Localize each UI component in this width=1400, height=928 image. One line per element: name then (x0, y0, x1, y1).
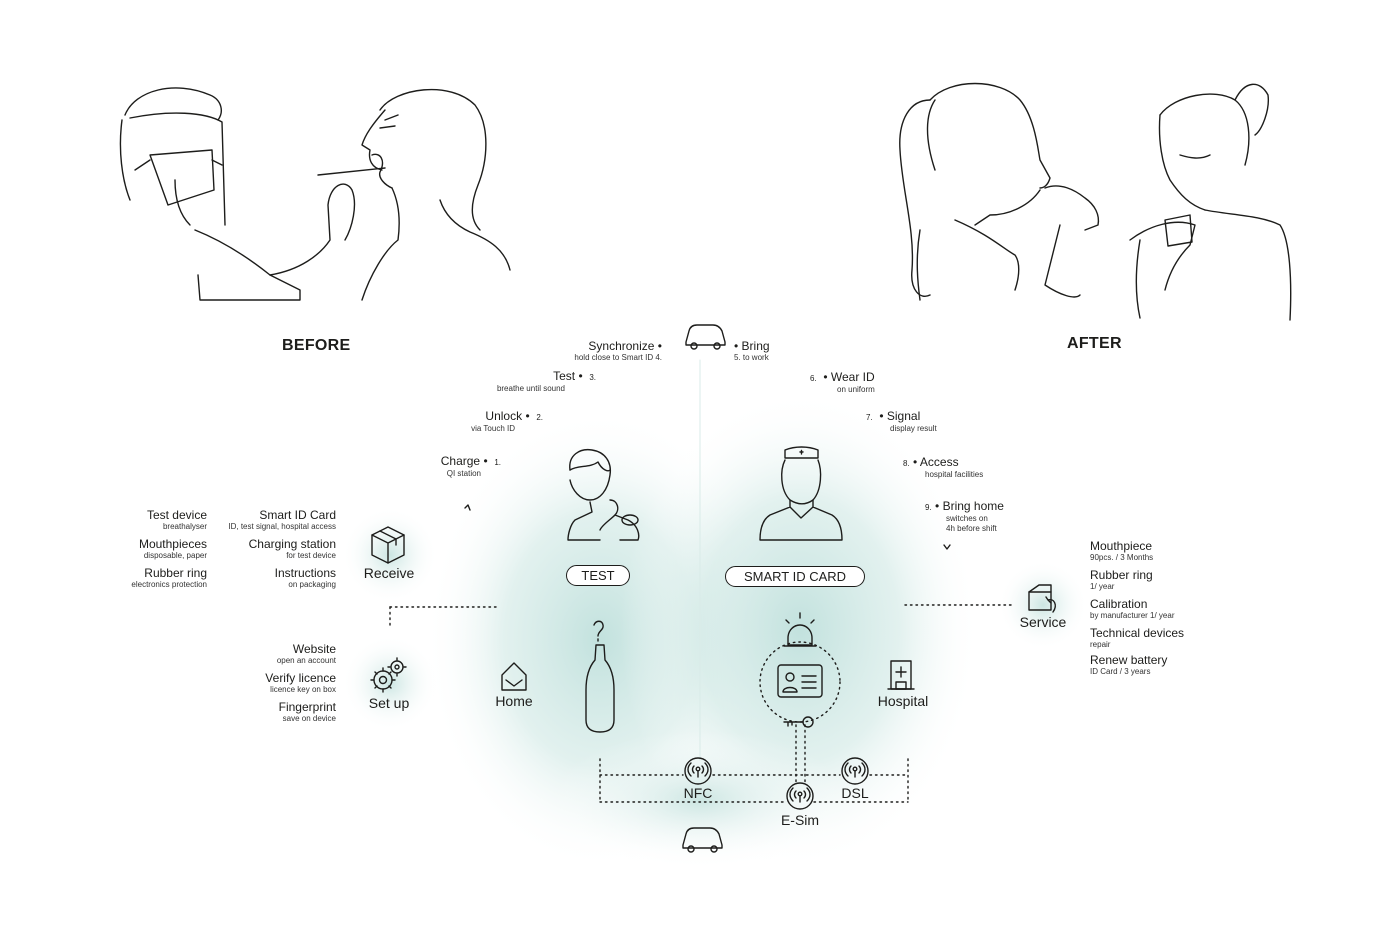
step-2: Unlock • 2. via Touch ID (471, 409, 543, 434)
step-sub: to work (742, 353, 769, 362)
step-label: Wear ID (830, 370, 875, 384)
step-number: 1. (494, 458, 501, 467)
step-number: 3. (589, 373, 596, 382)
nfc-label: NFC (683, 785, 713, 801)
hospital-icon (887, 660, 915, 690)
step-4: Synchronize • hold close to Smart ID 4. (574, 339, 662, 363)
step-sub: on uniform (837, 385, 875, 394)
before-illustration (119, 87, 511, 301)
step-sub: hold close to Smart ID (574, 353, 654, 362)
after-illustration (899, 82, 1292, 321)
signal-icon-esim (786, 782, 814, 810)
step-6: 6. • Wear ID on uniform (810, 370, 875, 395)
step-sub: hospital facilities (925, 470, 984, 479)
smart-id-card-pill: SMART ID CARD (725, 566, 865, 587)
home-icon (501, 662, 527, 691)
box-icon (371, 526, 405, 564)
signal-icon-dsl (841, 757, 869, 785)
alarm-light-icon (783, 612, 817, 647)
key-icon (783, 716, 814, 728)
step-label: Signal (886, 409, 921, 423)
step-8: 8. • Access hospital facilities (903, 455, 984, 480)
after-header: AFTER (1067, 335, 1122, 352)
step-7: 7. • Signal display result (866, 409, 937, 434)
nurse-icon (759, 446, 843, 541)
step-label: Bring (741, 339, 770, 353)
step-number: 8. (903, 459, 910, 468)
signal-icon-nfc (684, 757, 712, 785)
test-pill: TEST (566, 565, 630, 586)
step-label: Access (919, 455, 959, 469)
step-sub-2: 4h before shift (946, 524, 997, 533)
gear-icon (370, 657, 407, 693)
step-5: • Bring 5. to work (734, 339, 770, 363)
step-label: Unlock (485, 409, 523, 423)
before-header: BEFORE (282, 337, 351, 354)
step-1: Charge • 1. QI station (440, 454, 501, 479)
setup-title: Set up (368, 695, 410, 711)
home-label: Home (495, 693, 533, 709)
step-label: Charge (440, 454, 481, 468)
step-sub: QI station (446, 469, 481, 478)
car-icon (685, 324, 726, 350)
step-sub: switches on (946, 514, 988, 523)
step-9: 9. • Bring home switches on 4h before sh… (925, 499, 1004, 534)
step-number: 4. (655, 353, 662, 362)
step-number: 2. (536, 413, 543, 422)
esim-label: E-Sim (780, 812, 820, 828)
breathalyser-device-icon (585, 620, 615, 733)
hospital-label: Hospital (877, 693, 929, 709)
receive-title: Receive (363, 565, 415, 581)
service-box-icon (1028, 584, 1056, 613)
id-card-icon (777, 664, 823, 698)
car-icon-bottom (682, 827, 723, 853)
step-number: 7. (866, 413, 873, 422)
step-sub: display result (890, 424, 937, 433)
service-glow (998, 560, 1088, 650)
dsl-label: DSL (841, 785, 869, 801)
step-label: Bring home (942, 499, 1004, 513)
step-number: 9. (925, 503, 932, 512)
receive-glow (342, 507, 438, 603)
service-title: Service (1019, 614, 1067, 630)
network-glow (550, 730, 850, 870)
step-number: 5. (734, 353, 741, 362)
step-sub: breathe until sound (496, 384, 565, 393)
setup-glow (342, 635, 438, 731)
step-number: 6. (810, 374, 817, 383)
step-label: Synchronize (588, 339, 655, 353)
tester-person-icon (567, 448, 640, 541)
step-3: Test • 3. breathe until sound (496, 369, 596, 394)
step-sub: via Touch ID (471, 424, 515, 433)
step-label: Test (553, 369, 576, 383)
